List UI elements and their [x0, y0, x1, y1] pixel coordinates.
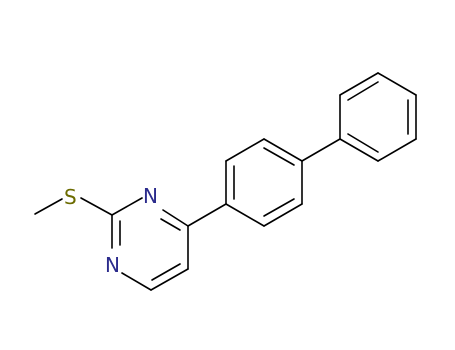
bond-c2-n1 — [111, 197, 143, 216]
bond-ring2-f — [225, 203, 265, 227]
bond-ring3-e — [377, 138, 417, 162]
bond-methyl-s — [34, 198, 63, 215]
bond-ring3-inner-1 — [347, 81, 379, 101]
bond-ring2-inner-3 — [263, 198, 295, 217]
bond-ring3-inner-3 — [347, 133, 379, 153]
bond-ring2-b — [225, 138, 265, 162]
bond-ring2-inner-2 — [263, 147, 295, 166]
bond-s-c2 — [80, 197, 113, 216]
bond-biphenyl-link — [301, 138, 341, 162]
bond-n3-c4 — [121, 272, 152, 291]
bond-c6-phenyl — [187, 203, 227, 227]
atom-label-n3: N — [105, 253, 120, 277]
atom-label-s: S — [64, 185, 77, 209]
bond-ring3-c — [377, 72, 417, 96]
bond-c4-c5-inner — [151, 263, 181, 281]
bonds — [34, 72, 417, 291]
bond-ring3-b — [339, 72, 379, 96]
atom-labels: S N N — [64, 184, 158, 277]
bond-ring2-c — [263, 138, 303, 162]
bond-ring2-e — [263, 203, 303, 227]
atom-label-n1: N — [143, 184, 158, 208]
bond-c4-c5 — [150, 268, 189, 291]
bond-c6-n1-inner — [160, 218, 181, 231]
bond-ring3-f — [339, 138, 379, 162]
bond-c6-n1 — [162, 209, 189, 227]
